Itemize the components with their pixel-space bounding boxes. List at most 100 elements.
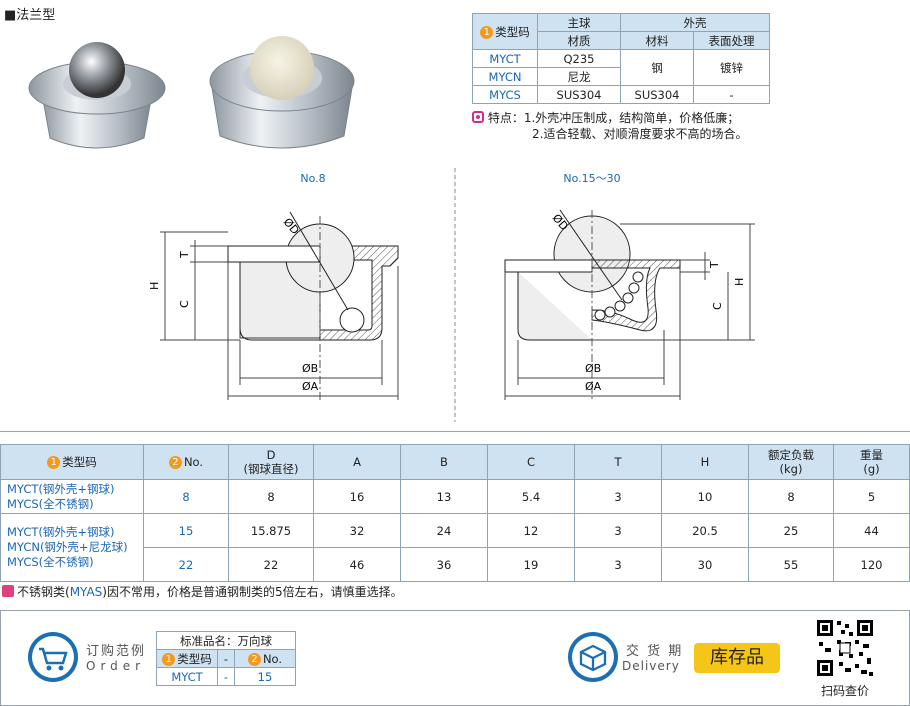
steel-ball-caster-photo bbox=[28, 42, 166, 149]
order-standard-name: 标准品名：万向球 bbox=[156, 631, 296, 650]
note-code: MYAS bbox=[69, 585, 103, 599]
cell-load: 8 bbox=[748, 479, 834, 514]
label-a: ØA bbox=[302, 380, 319, 393]
circle-1-icon: 1 bbox=[480, 25, 494, 39]
drawing-left-title: No.8 bbox=[300, 172, 325, 185]
cell-b: 24 bbox=[400, 513, 488, 548]
cell-h: 20.5 bbox=[661, 513, 749, 548]
spec-col-model: 类型码 bbox=[495, 24, 530, 39]
row-models: MYCT(钢外壳+钢球)MYCN(钢外壳+尼龙球)MYCS(全不锈钢) bbox=[0, 513, 144, 582]
table-row: 22 22 46 36 19 3 30 55 120 bbox=[1, 547, 910, 582]
qr-caption: 扫码查价 bbox=[820, 684, 869, 698]
row-models: MYCT(钢外壳+钢球)MYCS(全不锈钢) bbox=[0, 479, 144, 514]
technical-drawing: No.8 No.15～30 ØD H T C ØB ØA bbox=[148, 168, 755, 422]
label-t: T bbox=[178, 251, 191, 259]
cell-t: 3 bbox=[574, 547, 662, 582]
spec-surface: 镀锌 bbox=[693, 49, 770, 86]
col-t: T bbox=[574, 444, 662, 480]
features-label: 特点： bbox=[487, 111, 524, 125]
cart-icon bbox=[28, 632, 78, 682]
cell-no: 8 bbox=[143, 479, 229, 514]
cell-d: 15.875 bbox=[228, 513, 314, 548]
note-post: )因不常用，价格是普通钢制类的5倍左右，请慎重选择。 bbox=[102, 585, 403, 599]
spec-ball: 尼龙 bbox=[537, 67, 621, 86]
cell-t: 3 bbox=[574, 513, 662, 548]
cell-a: 32 bbox=[313, 513, 401, 548]
feature-icon bbox=[472, 111, 484, 123]
col-d: D bbox=[266, 448, 276, 462]
order-val-dash: - bbox=[217, 667, 235, 686]
cell-load: 55 bbox=[748, 547, 834, 582]
order-subtitle: Order bbox=[86, 659, 146, 673]
spec-code: MYCN bbox=[472, 67, 538, 86]
feature-line-1: 1.外壳冲压制成，结构简单，价格低廉； bbox=[523, 111, 740, 125]
spec-housing-material: 钢 bbox=[620, 49, 694, 86]
cell-t: 3 bbox=[574, 479, 662, 514]
table-row: MYCS SUS304 SUS304 - bbox=[472, 85, 770, 104]
col-model: 类型码 bbox=[62, 455, 97, 469]
section-title: ■法兰型 bbox=[4, 8, 56, 23]
features: 特点：1.外壳冲压制成，结构简单，价格低廉； 2.适合轻载、对顺滑度要求不高的场… bbox=[472, 110, 747, 142]
spec-col-material: 材质 bbox=[537, 31, 621, 50]
spec-col-surface: 表面处理 bbox=[693, 31, 770, 50]
no8-section-drawing: ØD H T C ØB ØA bbox=[148, 211, 399, 400]
col-weight: 重量 bbox=[860, 448, 883, 462]
cell-h: 30 bbox=[661, 547, 749, 582]
stock-badge: 库存品 bbox=[694, 643, 780, 673]
col-no: No. bbox=[183, 455, 204, 469]
col-d-sub: (钢球直径) bbox=[243, 462, 299, 476]
order-title: 订购范例 bbox=[86, 644, 147, 659]
col-weight-sub: (g) bbox=[863, 462, 880, 476]
col-a: A bbox=[313, 444, 401, 480]
note-pre: 不锈钢类( bbox=[17, 585, 70, 599]
label-h-right: H bbox=[733, 278, 746, 286]
col-h: H bbox=[661, 444, 749, 480]
spec-surface: - bbox=[693, 85, 770, 104]
label-a-right: ØA bbox=[585, 380, 602, 393]
label-b: ØB bbox=[302, 362, 318, 375]
cell-c: 5.4 bbox=[487, 479, 575, 514]
cell-c: 19 bbox=[487, 547, 575, 582]
order-col-no: No. bbox=[262, 651, 283, 666]
drawing-frame bbox=[0, 150, 910, 432]
note: 不锈钢类(MYAS)因不常用，价格是普通钢制类的5倍左右，请慎重选择。 bbox=[2, 583, 403, 600]
qr-code-icon bbox=[815, 618, 875, 678]
col-c: C bbox=[487, 444, 575, 480]
spec-code: MYCS bbox=[472, 85, 538, 104]
cell-no: 15 bbox=[143, 513, 229, 548]
cell-load: 25 bbox=[748, 513, 834, 548]
label-b-right: ØB bbox=[585, 362, 601, 375]
cell-c: 12 bbox=[487, 513, 575, 548]
order-val-no: 15 bbox=[234, 667, 296, 686]
label-t-right: T bbox=[708, 261, 721, 269]
cell-b: 13 bbox=[400, 479, 488, 514]
drawing-right-title: No.15～30 bbox=[563, 172, 620, 185]
table-row: MYCT(钢外壳+钢球)MYCS(全不锈钢) 8 8 16 13 5.4 3 1… bbox=[0, 479, 910, 514]
order-col-model: 类型码 bbox=[177, 651, 212, 666]
delivery-box-icon bbox=[568, 632, 618, 682]
delivery-subtitle: Delivery bbox=[622, 659, 680, 673]
nylon-ball-caster-photo bbox=[209, 36, 355, 149]
circle-1-icon: 1 bbox=[162, 652, 176, 666]
circle-1-icon: 1 bbox=[47, 456, 61, 469]
spec-code: MYCT bbox=[472, 49, 538, 68]
spec-col-main-ball: 主球 bbox=[537, 13, 621, 32]
table-row: MYCT(钢外壳+钢球)MYCN(钢外壳+尼龙球)MYCS(全不锈钢) 15 1… bbox=[0, 513, 910, 582]
spec-ball: SUS304 bbox=[537, 85, 621, 104]
col-b: B bbox=[400, 444, 488, 480]
product-photos bbox=[28, 36, 355, 149]
circle-2-icon: 2 bbox=[247, 652, 261, 666]
spec-col-housing-material: 材料 bbox=[620, 31, 694, 50]
cell-no: 22 bbox=[143, 547, 229, 582]
label-c-right: C bbox=[711, 302, 724, 310]
cell-d: 8 bbox=[228, 479, 314, 514]
cell-d: 22 bbox=[228, 547, 314, 582]
delivery-title: 交 货 期 bbox=[626, 644, 684, 659]
spec-ball: Q235 bbox=[537, 49, 621, 68]
label-h: H bbox=[148, 282, 161, 290]
spec-housing-material: SUS304 bbox=[620, 85, 694, 104]
col-load-sub: (kg) bbox=[779, 462, 803, 476]
order-val-model: MYCT bbox=[156, 667, 218, 686]
